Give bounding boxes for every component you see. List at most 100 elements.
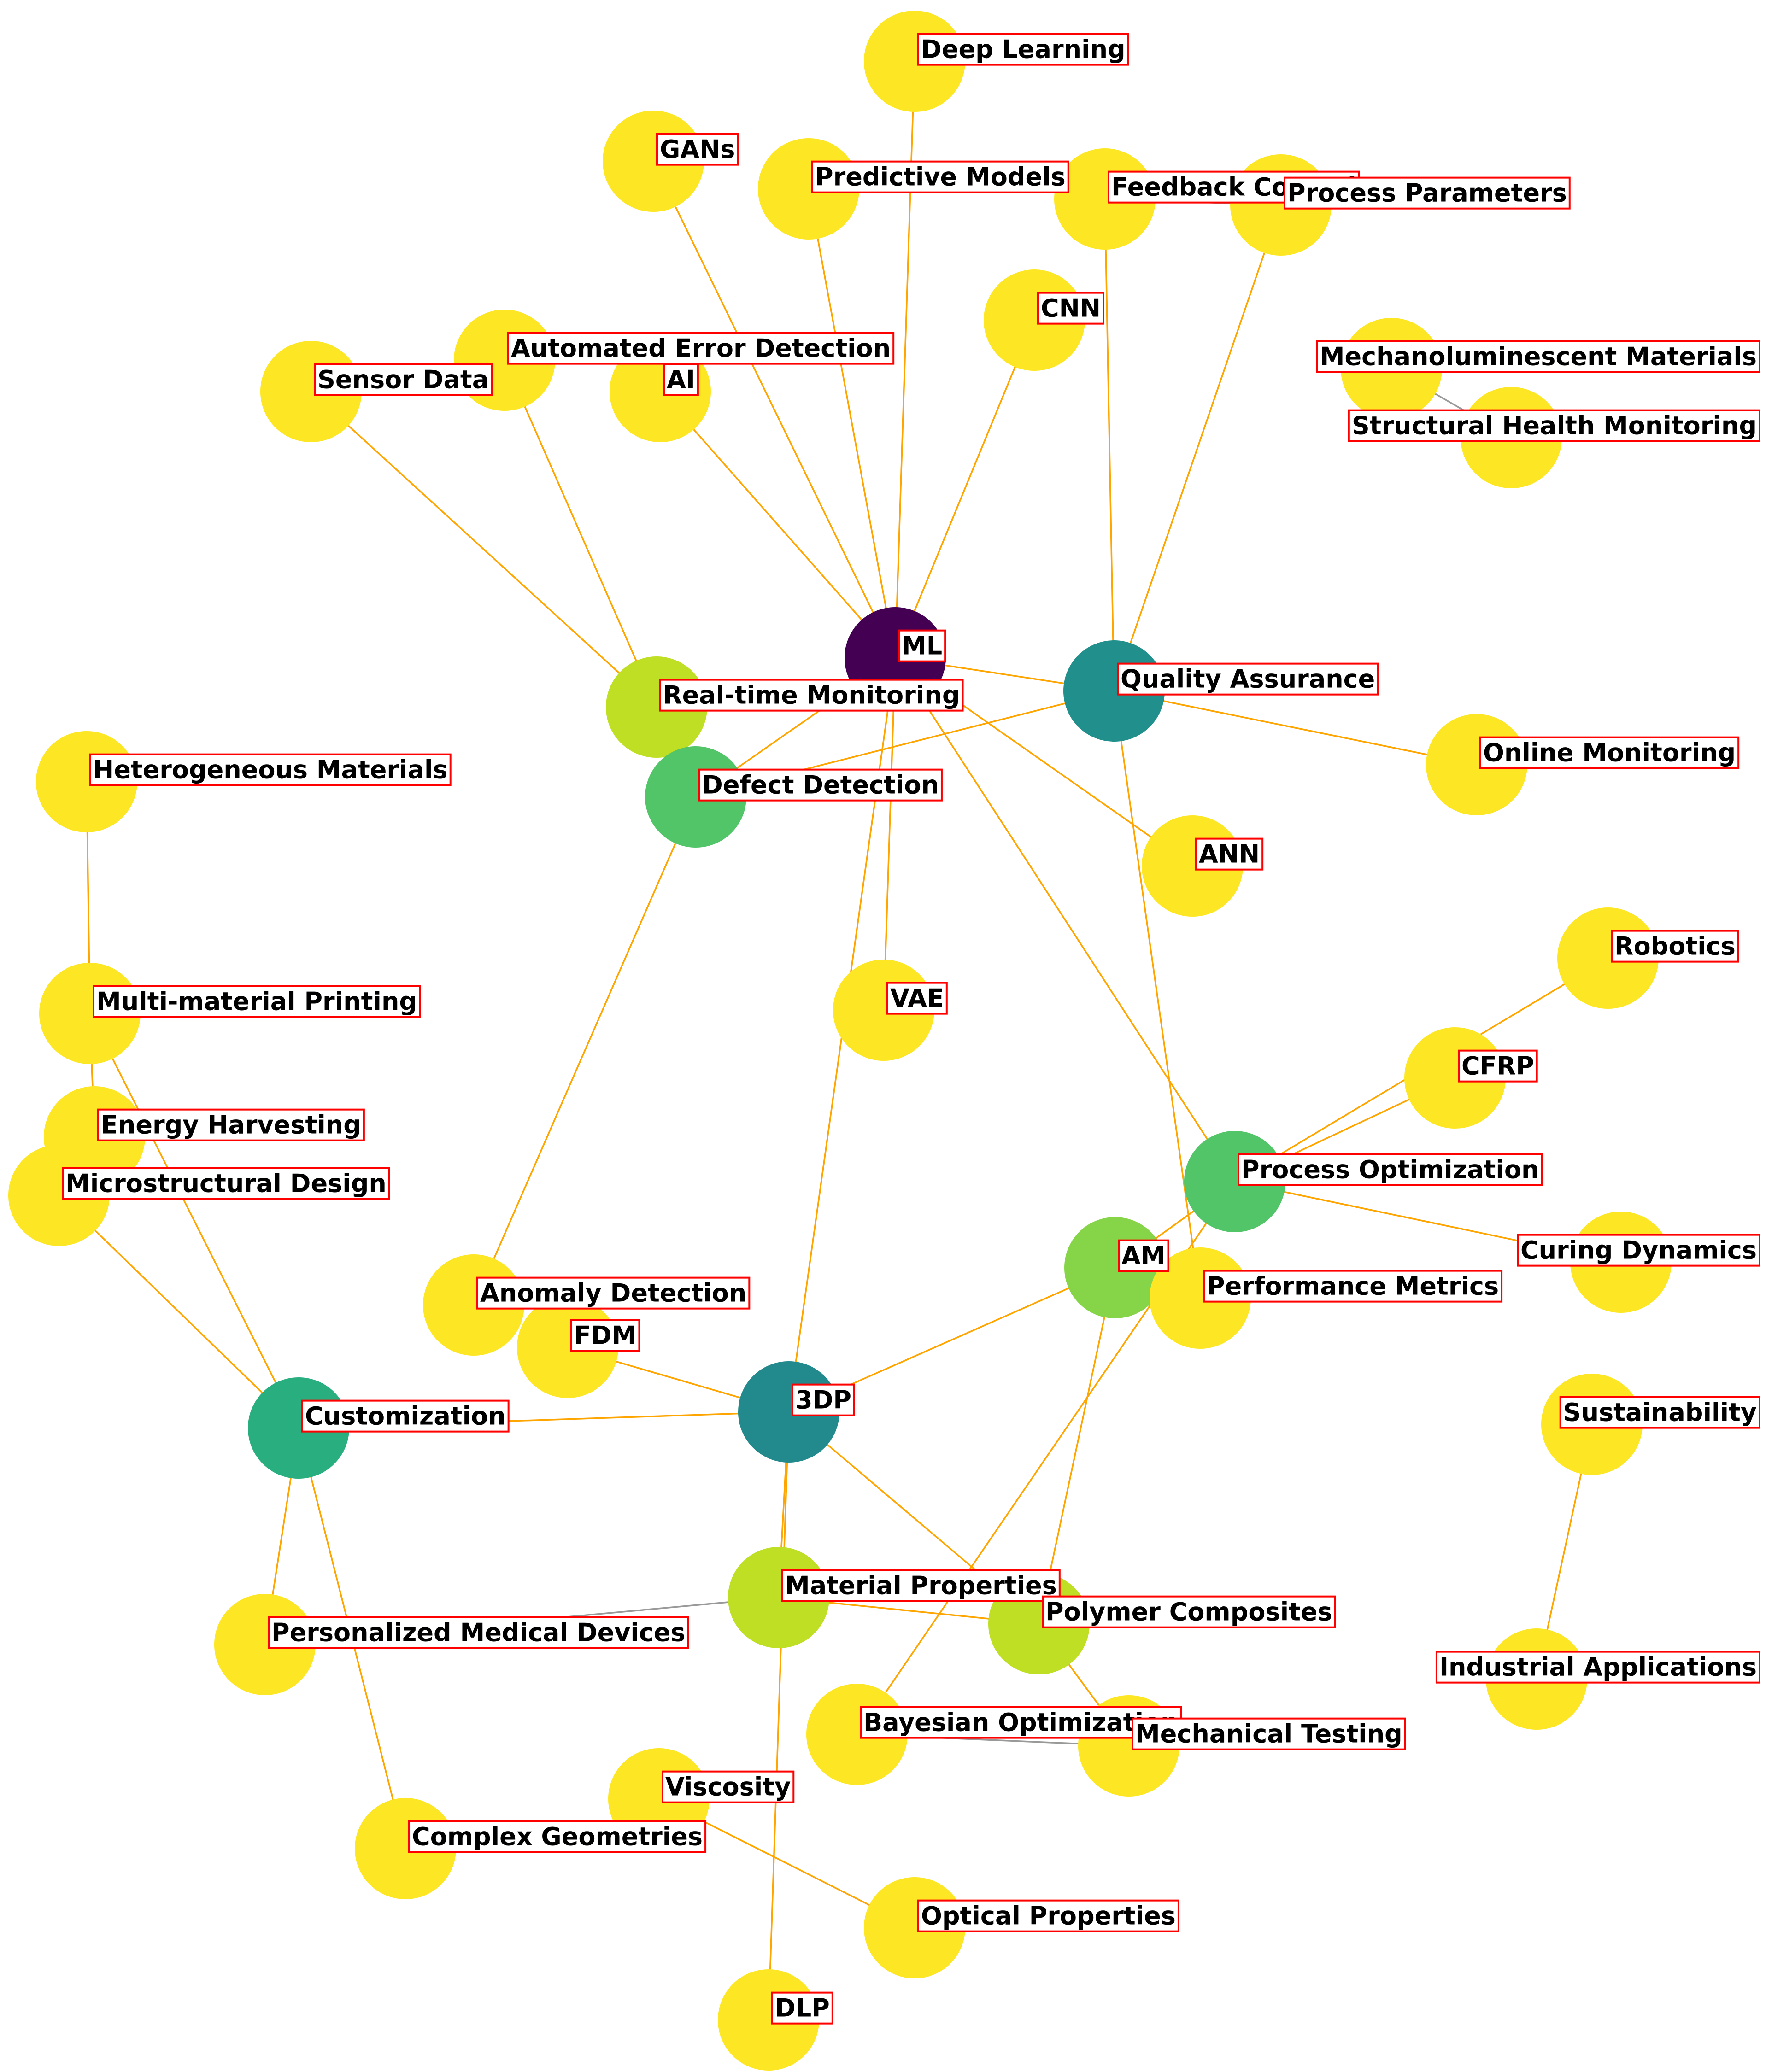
node-label-op: Optical Properties bbox=[917, 1899, 1179, 1932]
label-box bbox=[1037, 292, 1105, 325]
node-label-text: Real-time Monitoring bbox=[663, 681, 960, 710]
node-label-rtm: Real-time Monitoring bbox=[659, 679, 964, 712]
label-box bbox=[89, 753, 452, 786]
label-box bbox=[408, 1820, 707, 1853]
node-label-text: Bayesian Optimization bbox=[863, 1708, 1179, 1737]
edge-rtm-aed bbox=[504, 360, 657, 708]
node-label-text: Anomaly Detection bbox=[480, 1279, 746, 1308]
node-label-text: ML bbox=[902, 632, 942, 661]
node-label-text: Quality Assurance bbox=[1121, 665, 1375, 694]
node-label-text: AI bbox=[667, 365, 695, 394]
label-box bbox=[659, 679, 964, 712]
node-label-3dp: 3DP bbox=[792, 1383, 855, 1416]
node-label-aed: Automated Error Detection bbox=[507, 332, 895, 365]
node-label-cust: Customization bbox=[301, 1399, 510, 1433]
node-label-pmd: Personalized Medical Devices bbox=[268, 1616, 689, 1649]
node-label-fdm: FDM bbox=[570, 1319, 640, 1352]
node-label-cg: Complex Geometries bbox=[408, 1820, 707, 1853]
label-box bbox=[917, 1899, 1179, 1932]
node-label-sd: Sensor Data bbox=[314, 363, 493, 396]
edge-ml-dl bbox=[894, 61, 915, 658]
label-box bbox=[663, 363, 699, 396]
edge-msd-cust bbox=[58, 1194, 299, 1429]
node-label-text: VAE bbox=[890, 984, 944, 1013]
node-label-ml: ML bbox=[898, 629, 946, 662]
label-box bbox=[1284, 176, 1571, 210]
label-box bbox=[1559, 1396, 1760, 1429]
label-box bbox=[301, 1399, 510, 1433]
node-label-text: Complex Geometries bbox=[412, 1822, 703, 1851]
label-box bbox=[1435, 1651, 1760, 1684]
node-label-text: GANs bbox=[660, 135, 735, 164]
node-label-text: Industrial Applications bbox=[1439, 1653, 1757, 1682]
node-label-sus: Sustainability bbox=[1559, 1396, 1760, 1429]
label-box bbox=[1479, 736, 1740, 769]
nodes-layer bbox=[8, 11, 1672, 2071]
node-label-text: Process Optimization bbox=[1241, 1155, 1539, 1184]
edge-ml-ai bbox=[659, 391, 896, 659]
edge-qa-perf bbox=[1113, 691, 1201, 1299]
edge-qa-om bbox=[1114, 690, 1477, 766]
label-box bbox=[1517, 1234, 1760, 1267]
label-box bbox=[771, 1991, 833, 2025]
label-box bbox=[1118, 1239, 1169, 1272]
node-label-dd: Defect Detection bbox=[698, 768, 943, 802]
node-label-text: Customization bbox=[305, 1402, 506, 1431]
node-label-text: Viscosity bbox=[665, 1773, 791, 1802]
node-label-text: Structural Health Monitoring bbox=[1352, 411, 1757, 440]
node-label-text: Process Parameters bbox=[1287, 179, 1567, 208]
label-box bbox=[886, 982, 948, 1015]
node-label-bo: Bayesian Optimization bbox=[860, 1706, 1182, 1739]
node-label-hm: Heterogeneous Materials bbox=[89, 753, 452, 786]
label-box bbox=[1132, 1717, 1406, 1750]
node-label-dl: Deep Learning bbox=[917, 33, 1129, 66]
node-label-text: Polymer Composites bbox=[1045, 1598, 1332, 1627]
edge-ml-vae bbox=[883, 657, 896, 1011]
edge-3dp-dlp bbox=[768, 1411, 790, 2020]
node-label-text: Defect Detection bbox=[702, 771, 939, 800]
node-label-po: Process Optimization bbox=[1238, 1153, 1543, 1186]
label-box bbox=[917, 33, 1129, 66]
node-label-rob: Robotics bbox=[1611, 930, 1739, 963]
label-box bbox=[1348, 409, 1760, 442]
node-label-pm: Predictive Models bbox=[811, 160, 1069, 193]
node-label-perf: Performance Metrics bbox=[1203, 1270, 1503, 1303]
node-label-text: CNN bbox=[1041, 294, 1101, 323]
node-label-text: 3DP bbox=[795, 1386, 851, 1415]
node-label-qa: Quality Assurance bbox=[1117, 662, 1379, 696]
node-label-am: AM bbox=[1118, 1239, 1169, 1272]
node-label-text: DLP bbox=[775, 1994, 830, 2023]
label-box bbox=[698, 768, 943, 802]
node-label-cnn: CNN bbox=[1037, 292, 1105, 325]
edge-ml-gans bbox=[652, 161, 896, 658]
label-box bbox=[314, 363, 493, 396]
label-box bbox=[570, 1319, 640, 1352]
node-label-ai: AI bbox=[663, 363, 699, 396]
label-box bbox=[860, 1706, 1182, 1739]
label-box bbox=[97, 1108, 365, 1141]
node-label-ann: ANN bbox=[1195, 837, 1264, 871]
node-label-text: Predictive Models bbox=[815, 163, 1066, 192]
node-label-pc: Polymer Composites bbox=[1042, 1595, 1336, 1628]
label-box bbox=[1611, 930, 1739, 963]
node-label-text: Automated Error Detection bbox=[511, 334, 891, 363]
node-label-vae: VAE bbox=[886, 982, 948, 1015]
node-label-text: Energy Harvesting bbox=[101, 1111, 361, 1140]
node-label-text: Sensor Data bbox=[317, 365, 489, 394]
edge-rtm-sd bbox=[310, 391, 657, 708]
node-label-text: Performance Metrics bbox=[1207, 1272, 1499, 1301]
node-label-cfrp: CFRP bbox=[1458, 1049, 1538, 1083]
node-label-text: Heterogeneous Materials bbox=[93, 755, 448, 784]
node-label-shm: Structural Health Monitoring bbox=[1348, 409, 1760, 442]
label-box bbox=[811, 160, 1069, 193]
node-label-text: Optical Properties bbox=[921, 1902, 1176, 1931]
label-box bbox=[1316, 340, 1760, 373]
node-label-text: AM bbox=[1121, 1241, 1166, 1270]
label-box bbox=[1117, 662, 1379, 696]
node-label-mlm: Mechanoluminescent Materials bbox=[1316, 340, 1760, 373]
label-box bbox=[507, 332, 895, 365]
label-box bbox=[268, 1616, 689, 1649]
edge-qa-pp bbox=[1113, 205, 1282, 691]
node-label-text: Microstructural Design bbox=[65, 1169, 387, 1198]
